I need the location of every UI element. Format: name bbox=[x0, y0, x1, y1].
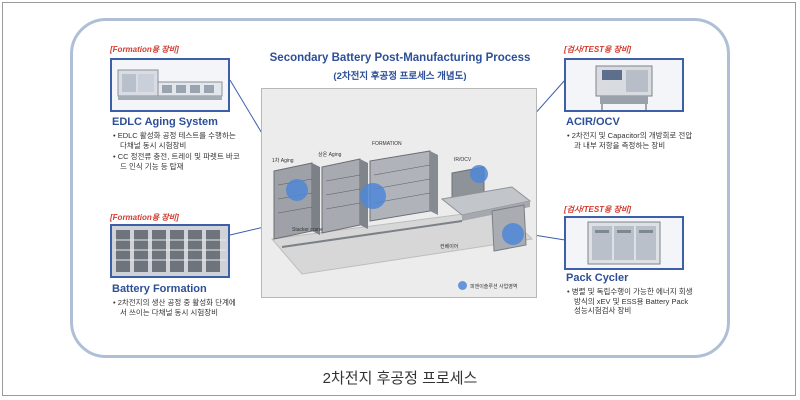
desc-pack: • 병렬 및 독립수행이 가능한 에너지 회생방식의 xEV 및 ESS용 Ba… bbox=[566, 287, 696, 318]
label-irocv: IR/OCV bbox=[454, 157, 472, 163]
marker-aging bbox=[286, 179, 308, 201]
label-conveyor: 컨베이어 bbox=[440, 244, 459, 250]
process-illustration: 1차 Aging 상온 Aging FORMATION IR/OCV Stack… bbox=[261, 88, 537, 298]
label-stacker: Stacker crane bbox=[292, 227, 323, 233]
heading-formation: Battery Formation bbox=[112, 283, 207, 295]
label-aging2: 상온 Aging bbox=[318, 152, 342, 158]
desc-pack-line: • 병렬 및 독립수행이 가능한 에너지 회생방식의 xEV 및 ESS용 Ba… bbox=[567, 287, 693, 315]
tag-formation: [Formation용 장비] bbox=[110, 213, 179, 222]
factory-drawing bbox=[262, 89, 536, 297]
tag-edlc: [Formation용 장비] bbox=[110, 45, 179, 54]
heading-pack: Pack Cycler bbox=[566, 272, 629, 284]
desc-edlc-line: • CC 정전류 충전, 트레이 및 파렛트 바코드 인식 기능 등 탑재 bbox=[113, 152, 240, 171]
edlc-image bbox=[110, 58, 230, 112]
label-formation: FORMATION bbox=[372, 141, 402, 147]
pack-image bbox=[564, 216, 684, 270]
heading-edlc: EDLC Aging System bbox=[112, 116, 218, 128]
formation-image bbox=[110, 224, 230, 278]
heading-acir: ACIR/OCV bbox=[566, 116, 620, 128]
label-aging1: 1차 Aging bbox=[272, 158, 294, 164]
desc-acir: • 2차전지 및 Capacitor의 개방회로 전압과 내부 저항을 측정하는… bbox=[566, 131, 696, 152]
tag-pack: [검사/TEST용 장비] bbox=[564, 205, 632, 214]
marker-irocv bbox=[470, 165, 488, 183]
diagram-title: Secondary Battery Post-Manufacturing Pro… bbox=[269, 52, 531, 64]
legend-label: 피앤이솔루션 사업영역 bbox=[470, 284, 518, 290]
figure-caption: 2차전지 후공정 프로세스 bbox=[322, 370, 478, 387]
desc-edlc: • EDLC 활성화 공정 테스트를 수행하는 다채널 동시 시험장비 • CC… bbox=[112, 131, 240, 173]
desc-edlc-line: • EDLC 활성화 공정 테스트를 수행하는 다채널 동시 시험장비 bbox=[113, 131, 236, 150]
marker-pack bbox=[502, 223, 524, 245]
desc-formation: • 2차전지의 생산 공정 중 활성화 단계에서 쓰이는 다채널 동시 시험장비 bbox=[112, 298, 240, 319]
outer-frame bbox=[2, 2, 796, 396]
diagram-subtitle: (2차전지 후공정 프로세스 개념도) bbox=[333, 71, 467, 82]
desc-acir-line: • 2차전지 및 Capacitor의 개방회로 전압과 내부 저항을 측정하는… bbox=[567, 131, 693, 150]
tag-acir: [검사/TEST용 장비] bbox=[564, 45, 632, 54]
legend-marker bbox=[458, 281, 467, 290]
desc-formation-line: • 2차전지의 생산 공정 중 활성화 단계에서 쓰이는 다채널 동시 시험장비 bbox=[113, 298, 236, 317]
marker-formation bbox=[360, 183, 386, 209]
acir-image bbox=[564, 58, 684, 112]
